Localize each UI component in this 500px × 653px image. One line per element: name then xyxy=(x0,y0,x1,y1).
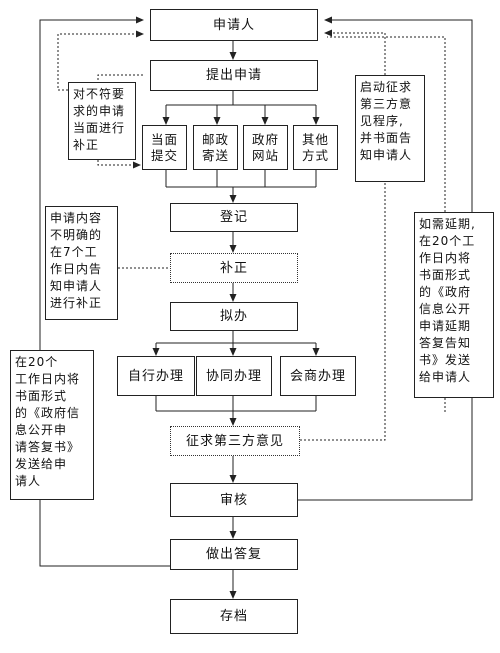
node-applicant: 申请人 xyxy=(150,9,318,41)
handling-joint: 协同办理 xyxy=(196,356,272,396)
node-archive: 存档 xyxy=(170,599,298,634)
node-review: 审核 xyxy=(170,483,298,517)
channel-other: 其他 方式 xyxy=(293,125,338,170)
note-nonconforming-supplement: 对不符要 求的申请 当面进行 补正 xyxy=(68,82,136,160)
channel-mail: 邮政 寄送 xyxy=(193,125,238,170)
node-reply: 做出答复 xyxy=(170,539,298,570)
note-third-party-procedure: 启动征求 第三方意 见程序, 并书面告 知申请人 xyxy=(355,75,425,182)
node-submit-application: 提出申请 xyxy=(150,60,318,91)
note-unclear-content: 申请内容 不明确的 在7个工 作日内告 知申请人 进行补正 xyxy=(45,206,118,320)
node-third-party-opinion: 征求第三方意见 xyxy=(170,426,300,456)
handling-self: 自行办理 xyxy=(117,356,195,396)
note-reply-within-20-days: 在20个 工作日内将 书面形式 的《政府信 息公开申 请答复书》 发送给申 请人 xyxy=(10,350,94,500)
node-register: 登记 xyxy=(170,203,298,232)
channel-in-person: 当面 提交 xyxy=(142,125,187,170)
note-extension: 如需延期, 在20个工 作日内将 书面形式 的《政府 信息公开 申请延期 答复告… xyxy=(414,212,494,398)
node-supplement: 补正 xyxy=(170,253,298,283)
node-draft: 拟办 xyxy=(170,302,298,331)
handling-consult: 会商办理 xyxy=(280,356,356,396)
channel-website: 政府 网站 xyxy=(243,125,288,170)
